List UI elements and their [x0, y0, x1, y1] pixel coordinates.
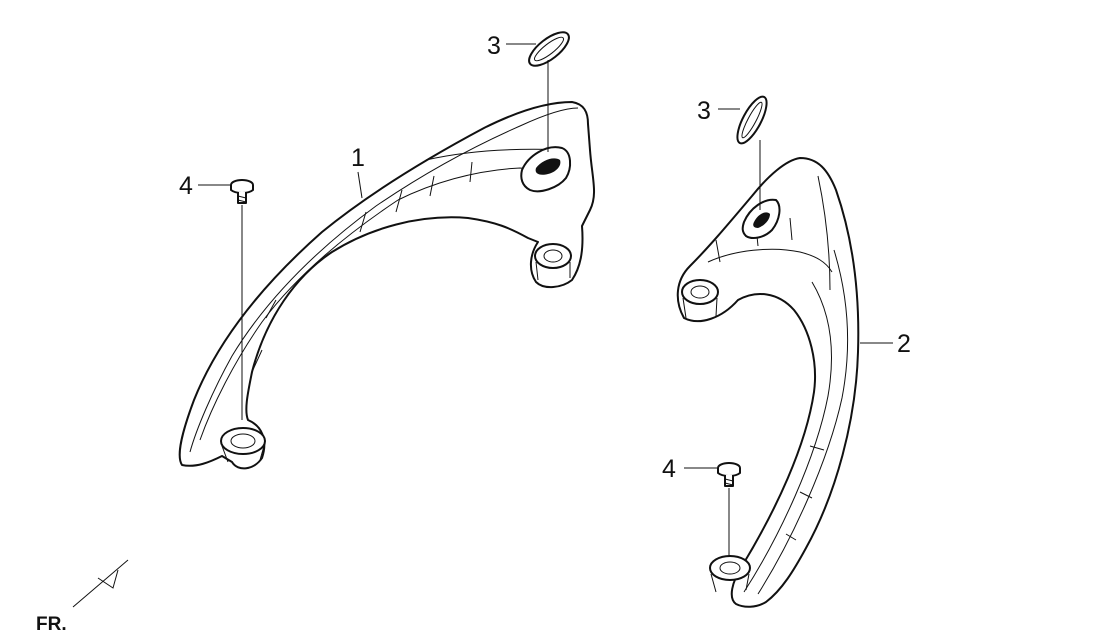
- grab-handle-right: [676, 157, 860, 608]
- grab-handle-left: [178, 101, 596, 470]
- leader-lines: [198, 43, 893, 556]
- callout-ring-right: 3: [697, 97, 711, 125]
- front-direction-label: FR.: [36, 614, 67, 635]
- front-direction-arrow-icon: [72, 559, 129, 608]
- rubber-ring-left: [528, 31, 570, 67]
- bolt-right: [717, 462, 741, 487]
- rubber-ring-right: [736, 95, 768, 145]
- callout-handle-right: 2: [897, 330, 911, 358]
- callout-bolt-left: 4: [179, 172, 193, 200]
- bolt-left: [230, 179, 254, 204]
- callout-bolt-right: 4: [662, 455, 676, 483]
- callout-handle-left: 1: [351, 144, 365, 172]
- callout-ring-left: 3: [487, 32, 501, 60]
